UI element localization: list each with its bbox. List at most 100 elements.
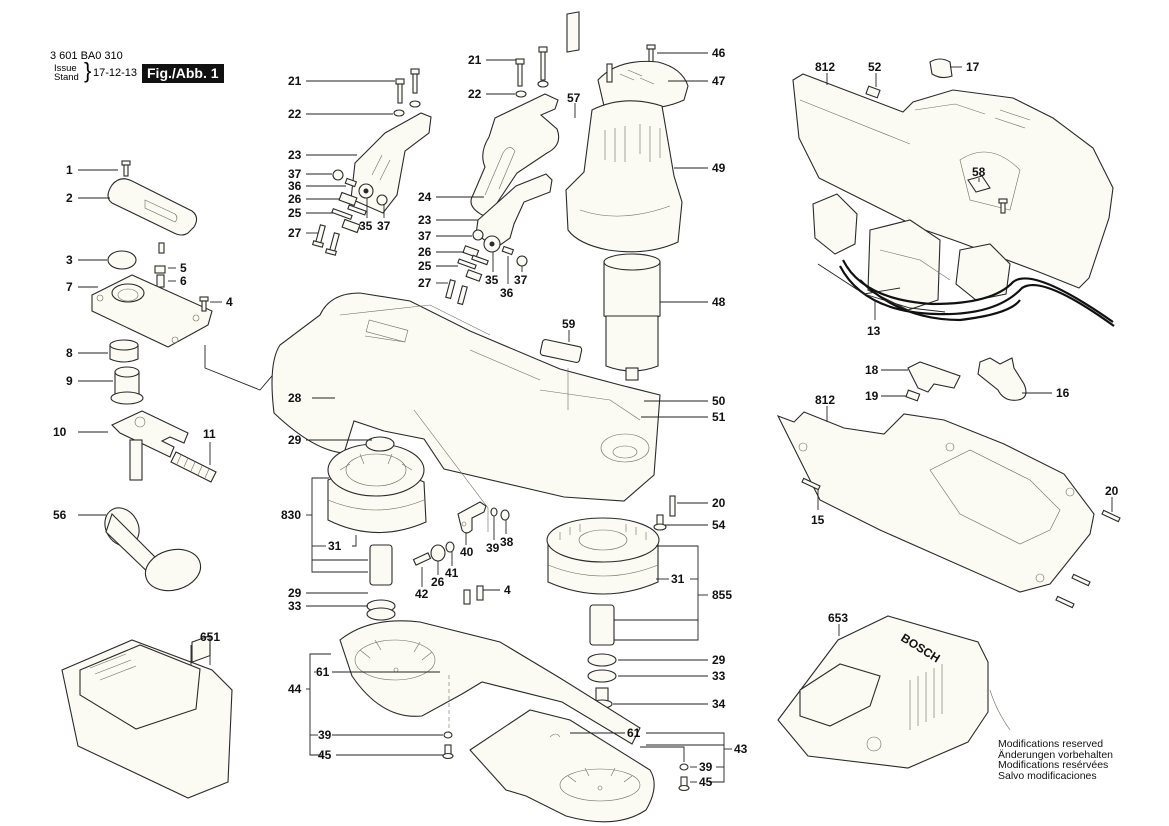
issue-label-en: Issue <box>54 63 77 74</box>
callout-56: 56 <box>53 508 67 522</box>
brace-icon: } <box>84 58 92 83</box>
callout-27: 27 <box>288 226 302 240</box>
callout-24: 24 <box>418 190 432 204</box>
callout-8: 8 <box>66 346 73 360</box>
part-27-screws-left <box>311 224 340 256</box>
callout-9: 9 <box>66 374 73 388</box>
callout-651: 651 <box>200 630 220 644</box>
callout-37: 37 <box>514 273 528 287</box>
callout-46: 46 <box>712 46 726 60</box>
callout-23: 23 <box>418 213 432 227</box>
part-37-36-35-26-25-parts-right <box>457 229 528 282</box>
callout-855: 855 <box>712 588 732 602</box>
callout-38: 38 <box>500 535 514 549</box>
callout-7: 7 <box>66 280 73 294</box>
part-20-screws-right <box>1055 509 1121 609</box>
callout-28: 28 <box>288 391 302 405</box>
callout-20: 20 <box>712 496 726 510</box>
part-58-label <box>967 175 991 193</box>
part-830-left-pulley-assembly <box>327 436 427 621</box>
callout-57: 57 <box>567 91 581 105</box>
part-39-washer-lower-right <box>679 763 689 771</box>
part-45-screw-lower-left <box>442 744 454 760</box>
part-45-screw-lower-right <box>678 776 690 792</box>
part-21-screws-right <box>515 46 549 98</box>
part-16-trigger <box>977 357 1027 401</box>
callout-15: 15 <box>811 513 825 527</box>
part-19-spring <box>905 389 921 402</box>
part-855-right-pulley-assembly <box>546 517 660 709</box>
callout-39: 39 <box>486 541 500 555</box>
disclaimer-line-en: Modifications reserved <box>998 738 1104 750</box>
callout-39: 39 <box>699 760 713 774</box>
part-812-housing-right-half <box>792 73 1114 289</box>
part-37-36-35-26-25-parts-left <box>331 169 388 234</box>
callout-6: 6 <box>180 274 187 288</box>
callout-29: 29 <box>288 586 302 600</box>
part-8-bushing <box>109 339 139 363</box>
callout-31: 31 <box>671 572 685 586</box>
part-651-battery-pack <box>61 634 233 799</box>
part-4-screws-center <box>463 585 484 605</box>
part-21-screws-left <box>393 68 421 117</box>
part-52-spring <box>865 85 881 99</box>
callout-45: 45 <box>318 748 332 762</box>
callout-812: 812 <box>815 393 835 407</box>
callout-26: 26 <box>418 245 432 259</box>
callout-22: 22 <box>468 87 482 101</box>
callout-61: 61 <box>627 726 641 740</box>
part-40-dash-line <box>413 409 489 532</box>
part-653-charger: BOSCH <box>777 615 1011 769</box>
callout-29: 29 <box>288 433 302 447</box>
callout-25: 25 <box>418 259 432 273</box>
callout-61: 61 <box>316 665 330 679</box>
bracket-13-right <box>863 293 946 313</box>
callout-47: 47 <box>712 74 726 88</box>
part-17-cap <box>929 58 953 79</box>
part-38-washer <box>500 509 510 521</box>
part-48-motor <box>603 253 661 381</box>
callout-37: 37 <box>377 219 391 233</box>
part-47-motor-cap <box>597 60 689 110</box>
callout-54: 54 <box>712 518 726 532</box>
callout-2: 2 <box>66 191 73 205</box>
issue-label-de: Stand <box>54 72 79 83</box>
callout-4: 4 <box>504 583 511 597</box>
part-57-label <box>566 11 580 53</box>
callout-42: 42 <box>415 587 429 601</box>
callout-26: 26 <box>431 575 445 589</box>
callout-37: 37 <box>418 229 432 243</box>
callout-653: 653 <box>828 611 848 625</box>
callout-52: 52 <box>868 60 882 74</box>
callout-43: 43 <box>734 742 748 756</box>
callout-18: 18 <box>865 363 879 377</box>
callout-11: 11 <box>203 427 216 441</box>
callout-16: 16 <box>1056 386 1070 400</box>
callout-22: 22 <box>288 107 302 121</box>
callout-13: 13 <box>867 324 881 338</box>
callout-21: 21 <box>468 53 482 67</box>
part-40-bracket <box>457 501 487 534</box>
part-13-switch-electronics <box>812 193 1115 327</box>
part-27-screws-right <box>445 279 468 306</box>
callout-49: 49 <box>712 161 726 175</box>
callout-3: 3 <box>66 253 73 267</box>
callout-10: 10 <box>53 425 67 439</box>
part-15-screw <box>801 477 821 491</box>
leader-lines <box>78 52 1113 783</box>
callout-26: 26 <box>288 192 302 206</box>
callout-1: 1 <box>66 163 73 177</box>
callout-830: 830 <box>281 508 301 522</box>
callout-39: 39 <box>318 728 332 742</box>
callout-23: 23 <box>288 148 302 162</box>
figure-badge: Fig./Abb. 1 <box>142 64 224 83</box>
part-9-cam <box>110 366 144 405</box>
part-58-screw <box>998 198 1008 214</box>
callout-35: 35 <box>359 219 373 233</box>
callout-19: 19 <box>865 389 879 403</box>
callout-27: 27 <box>418 276 432 290</box>
callout-36: 36 <box>500 286 514 300</box>
part-39-washer <box>490 507 498 517</box>
part-56-auxiliary-handle <box>104 507 202 592</box>
